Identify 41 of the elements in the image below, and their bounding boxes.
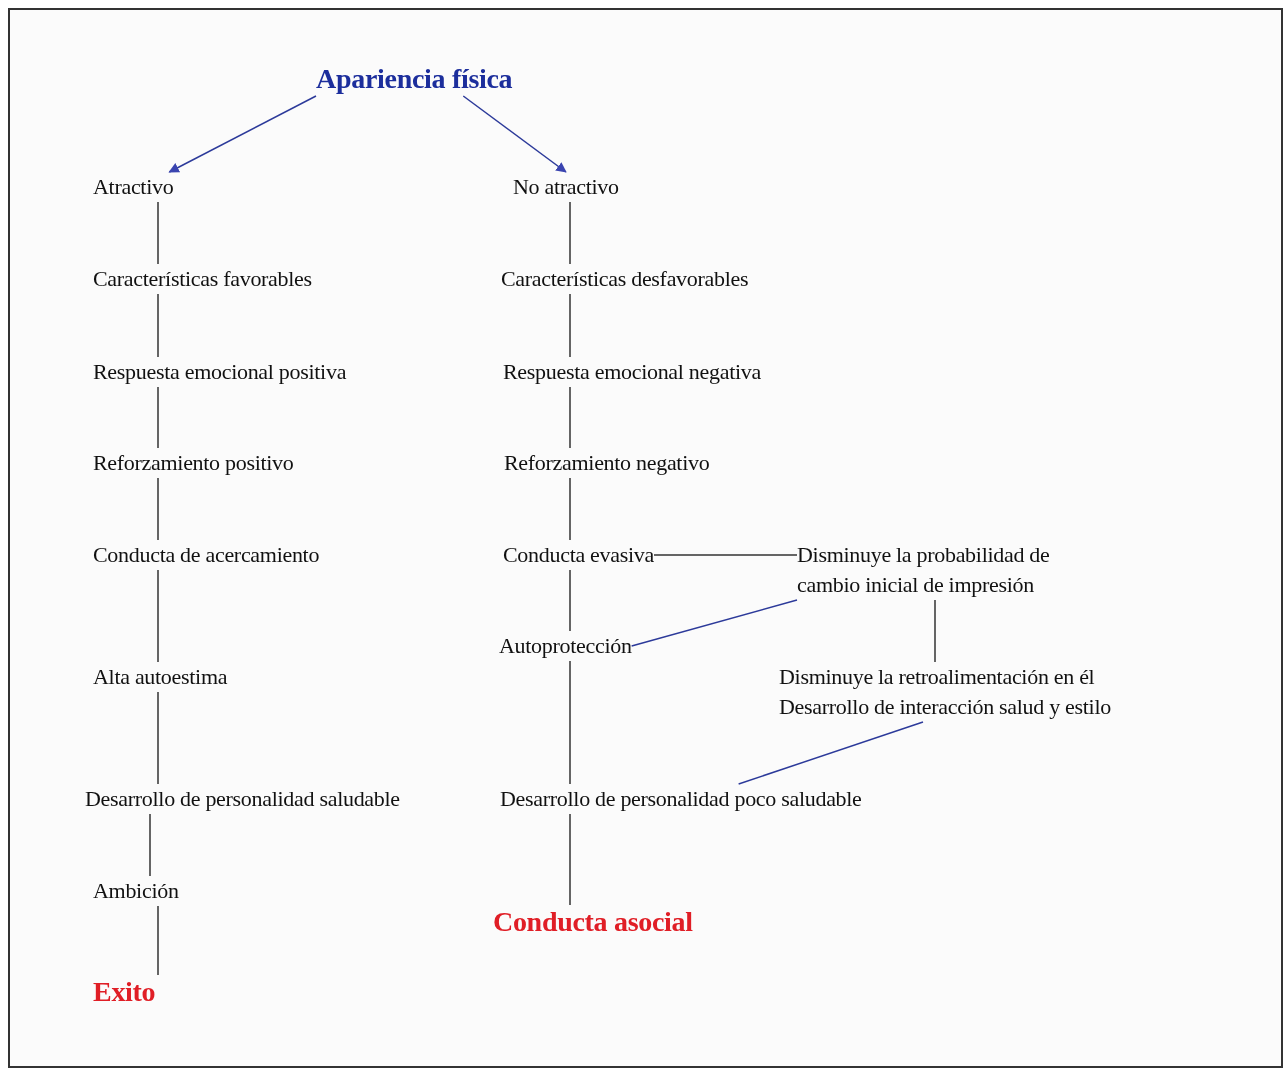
node-text: Disminuye la probabilidad de cambio inicial de impresión [797,540,1097,600]
arrow [462,95,567,173]
node-text: No atractivo [513,172,619,202]
node-text: Conducta de acercamiento [93,540,320,570]
connector-line [653,554,798,556]
node-text: Conducta evasiva [503,540,654,570]
connector-line [157,905,159,976]
connector-line [569,660,571,785]
node-text: Autoprotección [499,631,632,661]
node-text: Respuesta emocional negativa [503,357,761,387]
connector-line [569,813,571,906]
node-text: Ambición [93,876,179,906]
node-text: Reforzamiento positivo [93,448,294,478]
arrow [168,95,317,173]
node-text: Exito [93,975,156,1009]
connector-line [157,477,159,541]
connector-line [569,386,571,449]
connector-line [157,293,159,358]
connector-line [569,293,571,358]
connector-line [737,721,924,785]
connector-line [569,569,571,632]
node-text: Apariencia física [316,62,513,96]
node-text: Disminuye la retroalimentación en él Desarrollo de interacción salud y estilo [779,662,1179,722]
connector-line [157,691,159,785]
connector-line [157,386,159,449]
connector-line [630,599,798,647]
node-text: Características desfavorables [501,264,749,294]
connector-line [569,201,571,265]
node-text: Desarrollo de personalidad saludable [85,784,400,814]
node-text: Respuesta emocional positiva [93,357,347,387]
node-text: Alta autoestima [93,662,228,692]
connector-line [934,599,936,663]
connector-line [569,477,571,541]
node-text: Atractivo [93,172,174,202]
node-text: Características favorables [93,264,312,294]
connector-line [157,569,159,663]
connector-line [149,813,151,877]
connector-line [157,201,159,265]
node-text: Conducta asocial [493,905,693,939]
node-text: Desarrollo de personalidad poco saludable [500,784,862,814]
node-text: Reforzamiento negativo [504,448,710,478]
